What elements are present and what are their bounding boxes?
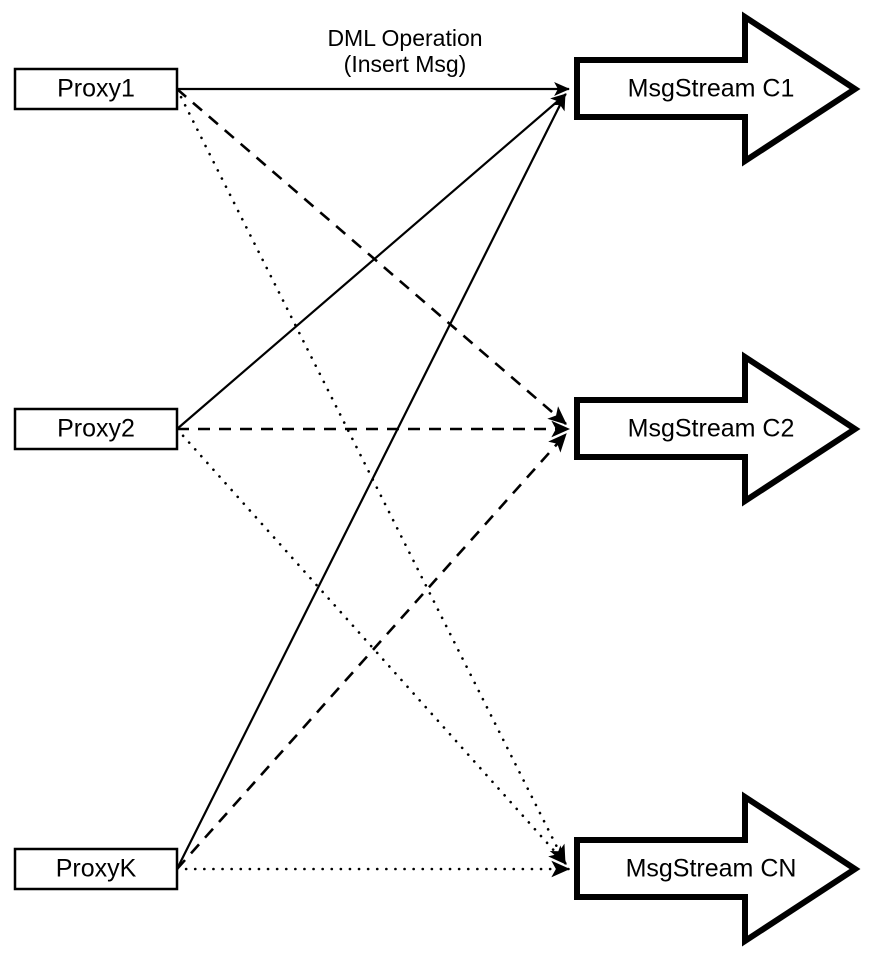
proxy-node-proxyk[interactable]: ProxyK [13,847,179,891]
msgstream-label-c2: MsgStream C2 [628,415,795,443]
dml-operation-label-line1: DML Operation [327,25,482,51]
proxy-label-proxy1: Proxy1 [57,75,135,103]
msgstream-label-cn: MsgStream CN [626,855,797,883]
msgstream-label-c1: MsgStream C1 [628,75,795,103]
proxy-node-proxy1[interactable]: Proxy1 [13,67,179,111]
link-proxyk-to-c1[interactable] [176,94,566,870]
link-proxy1-to-c2[interactable] [176,88,567,425]
link-proxyk-to-c2[interactable] [176,433,567,870]
proxy-box-proxy2[interactable] [13,407,179,451]
proxy-box-proxy1[interactable] [13,67,179,111]
link-proxy1-to-cn[interactable] [175,87,567,865]
msgstream-node-cn[interactable]: MsgStream CN [574,791,861,947]
link-proxy2-to-cn[interactable] [175,427,568,866]
proxy-label-proxyk: ProxyK [56,855,137,883]
proxy-box-proxyk[interactable] [13,847,179,891]
link-proxy2-to-c1[interactable] [176,93,567,430]
msgstream-node-c1[interactable]: MsgStream C1 [574,11,861,167]
dml-operation-label-line2: (Insert Msg) [344,51,467,77]
msgstream-arrow-cn[interactable] [574,791,861,947]
proxy-node-proxy2[interactable]: Proxy2 [13,407,179,451]
proxy-label-proxy2: Proxy2 [57,415,135,443]
msgstream-node-c2[interactable]: MsgStream C2 [574,351,861,507]
msgstream-arrow-c1[interactable] [574,11,861,167]
msgstream-arrow-c2[interactable] [574,351,861,507]
dml-operation-label: DML Operation (Insert Msg) [327,25,482,77]
links-layer [175,82,571,878]
